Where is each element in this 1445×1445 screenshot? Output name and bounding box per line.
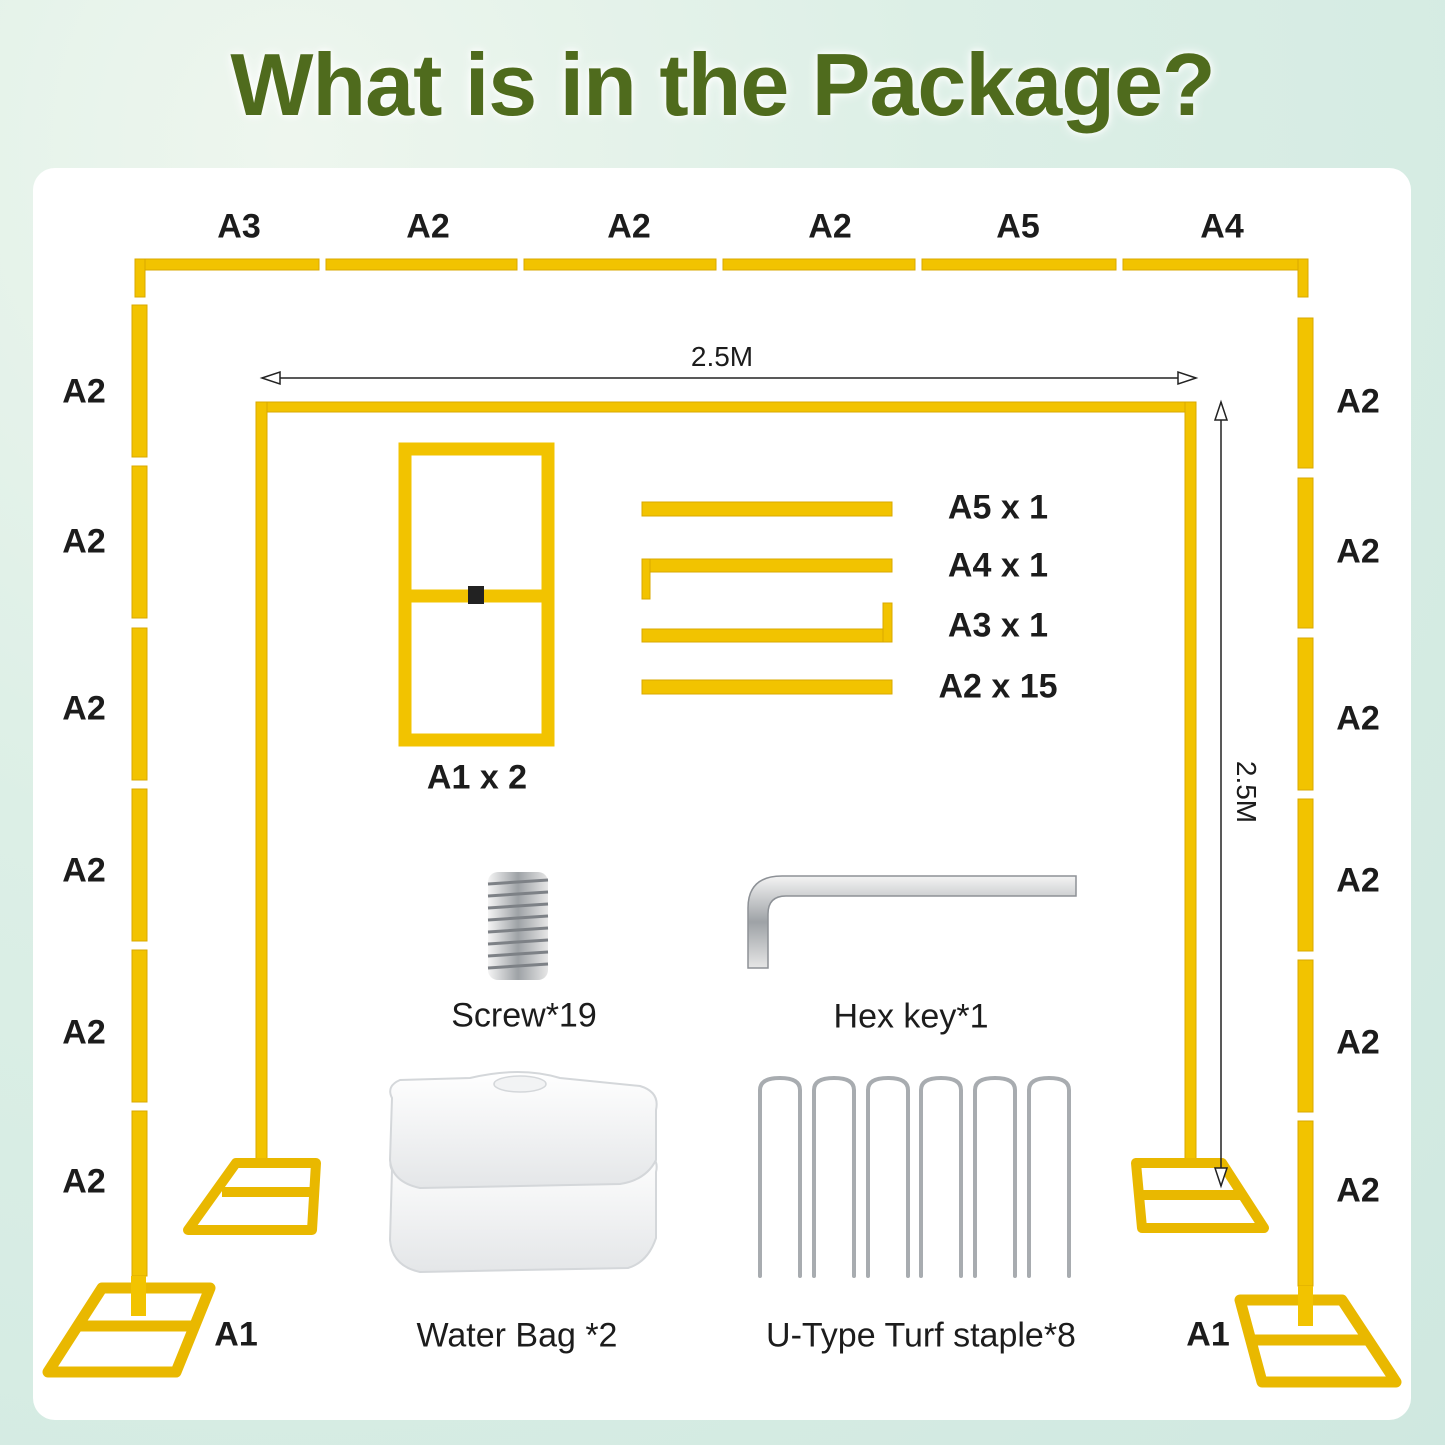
a5-bar <box>641 501 893 517</box>
top-label-4: A2 <box>808 207 852 246</box>
inner-frame <box>255 401 1197 1168</box>
width-dimension-label: 2.5M <box>690 341 754 372</box>
left-label-3: A2 <box>62 689 106 728</box>
screw-icon <box>487 872 549 980</box>
outer-right-posts <box>1297 317 1314 1287</box>
left-label-2: A2 <box>62 522 106 561</box>
outer-base-right <box>1234 1286 1402 1388</box>
outer-base-left <box>42 1276 216 1378</box>
top-label-6: A4 <box>1200 207 1244 246</box>
a3-part-label: A3 x 1 <box>947 606 1049 645</box>
left-label-1: A2 <box>62 372 106 411</box>
right-label-2: A2 <box>1336 532 1380 571</box>
a4-bar-bend <box>641 558 651 600</box>
a3-bar-bend <box>882 602 893 643</box>
right-label-6: A2 <box>1336 1171 1380 1210</box>
a4-part-label: A4 x 1 <box>947 546 1049 585</box>
hex-key-label: Hex key*1 <box>833 997 989 1036</box>
base-right-label: A1 <box>1186 1315 1230 1354</box>
top-label-3: A2 <box>607 207 651 246</box>
right-label-1: A2 <box>1336 382 1380 421</box>
page-title: What is in the Package? <box>230 35 1215 134</box>
water-bag-icon <box>388 1071 658 1274</box>
left-label-5: A2 <box>62 1013 106 1052</box>
a2-part-label: A2 x 15 <box>938 667 1058 706</box>
left-label-6: A2 <box>62 1162 106 1201</box>
staple-icon <box>758 1075 1071 1278</box>
a3-bar <box>641 628 893 643</box>
base-left-label: A1 <box>214 1315 258 1354</box>
staple-label: U-Type Turf staple*8 <box>766 1316 1076 1355</box>
a1-screw-hole <box>468 586 484 604</box>
top-label-2: A2 <box>406 207 450 246</box>
height-dimension-label: 2.5M <box>1231 760 1262 824</box>
outer-top-bar <box>134 258 1309 298</box>
outer-left-posts <box>131 304 148 1277</box>
a4-bar <box>641 558 893 573</box>
top-label-5: A5 <box>996 207 1040 246</box>
a2-bar <box>641 679 893 695</box>
right-label-5: A2 <box>1336 1023 1380 1062</box>
top-label-1: A3 <box>217 207 261 246</box>
width-dimension-arrow <box>259 370 1199 386</box>
a1-part-label: A1 x 2 <box>426 758 528 797</box>
height-dimension-arrow <box>1213 399 1229 1189</box>
a5-part-label: A5 x 1 <box>947 488 1049 527</box>
right-label-3: A2 <box>1336 699 1380 738</box>
bar-pieces <box>641 501 893 695</box>
left-label-4: A2 <box>62 851 106 890</box>
water-bag-label: Water Bag *2 <box>416 1316 618 1355</box>
inner-base-right <box>1131 1158 1269 1233</box>
screw-label: Screw*19 <box>451 996 597 1035</box>
right-label-4: A2 <box>1336 861 1380 900</box>
inner-base-left <box>183 1158 321 1235</box>
hex-key-icon <box>747 875 1077 969</box>
